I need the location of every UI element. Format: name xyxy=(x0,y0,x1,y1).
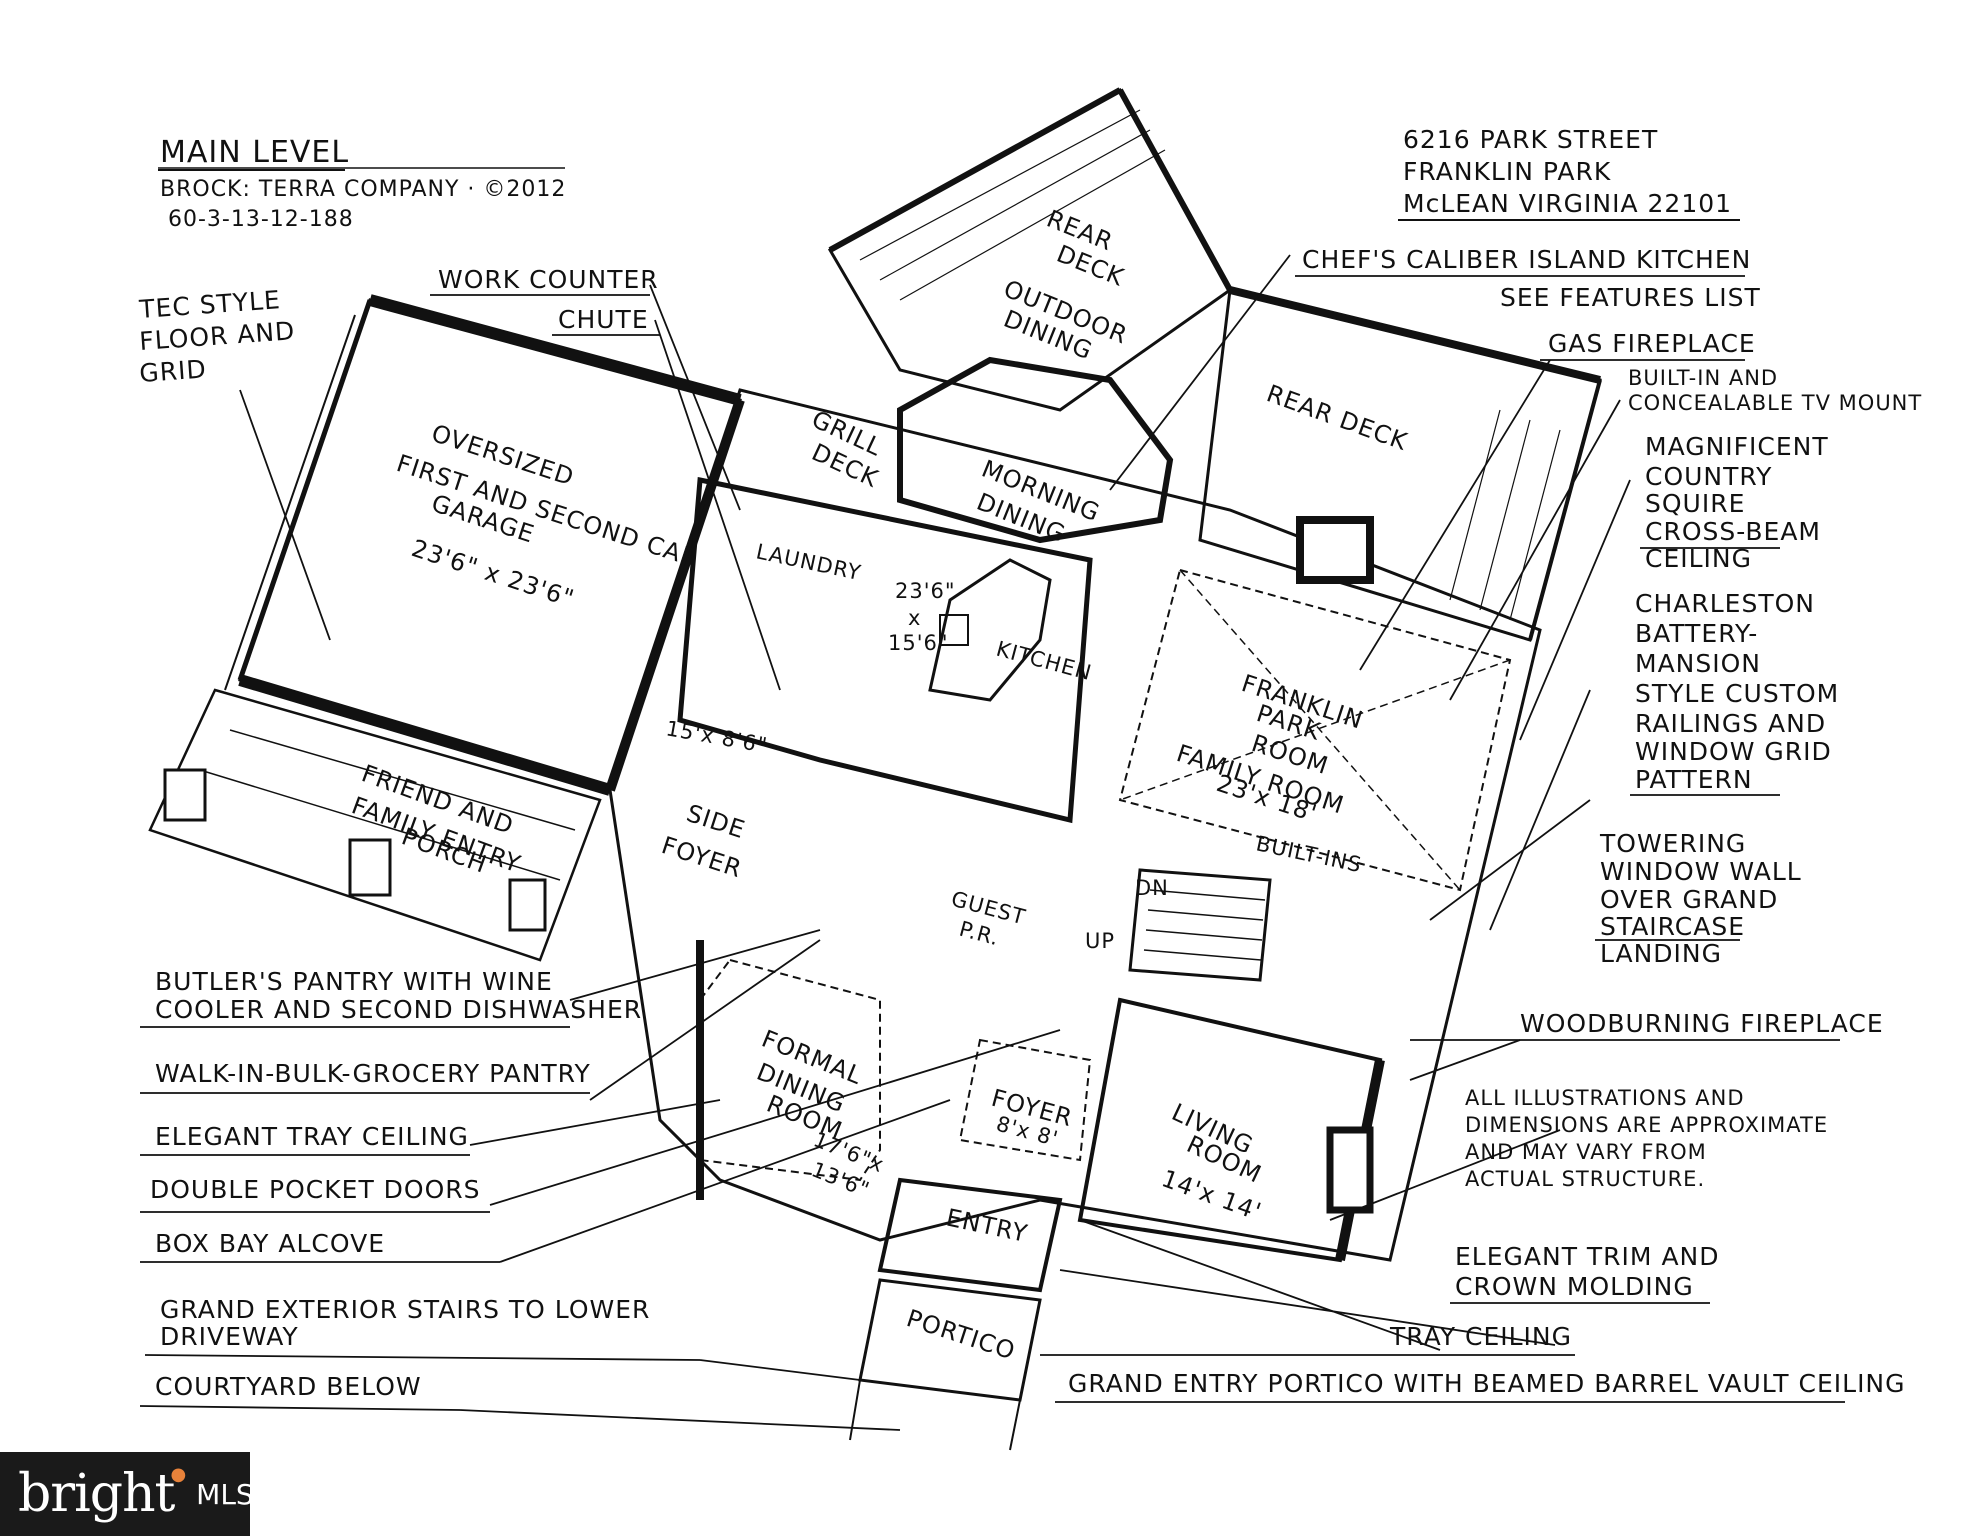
kitchen-dim-1: 23'6" xyxy=(895,579,956,603)
towering-callout-2: WINDOW WALL xyxy=(1600,857,1802,886)
credit-line: BROCK: TERRA COMPANY · ©2012 xyxy=(160,177,566,202)
garage-dimensions: 23'6" x 23'6" xyxy=(408,534,578,613)
towering-callout-4: STAIRCASE xyxy=(1600,912,1745,941)
stair-down-label: DN xyxy=(1135,876,1169,900)
kitchen-dim-3: 15'6" xyxy=(888,631,949,655)
side-foyer-label-1: SIDE xyxy=(683,799,749,844)
chefs-kitchen-callout: CHEF'S CALIBER ISLAND KITCHEN xyxy=(1302,245,1751,274)
squire-callout-4: CROSS-BEAM xyxy=(1645,517,1821,546)
formal-dining-outline xyxy=(696,940,881,1200)
squire-callout-1: MAGNIFICENT xyxy=(1645,432,1829,461)
charleston-callout-5: RAILINGS AND xyxy=(1635,709,1826,738)
disclaimer-line-3: AND MAY VARY FROM xyxy=(1465,1140,1707,1164)
address-line-2: FRANKLIN PARK xyxy=(1403,157,1611,186)
address-block: 6216 PARK STREET FRANKLIN PARK McLEAN VI… xyxy=(1398,125,1740,221)
kitchen-island xyxy=(928,558,1052,702)
watermark-suffix: MLS xyxy=(196,1477,254,1511)
disclaimer-line-1: ALL ILLUSTRATIONS AND xyxy=(1465,1086,1745,1110)
bright-mls-watermark: bright ● MLS xyxy=(0,1452,254,1536)
entry-portico xyxy=(849,1177,1063,1451)
stair-up-label: UP xyxy=(1085,929,1115,953)
address-line-3: McLEAN VIRGINIA 22101 xyxy=(1403,189,1732,218)
towering-callout-1: TOWERING xyxy=(1599,829,1746,858)
room-labels: OVERSIZED FIRST AND SECOND CAR GARAGE 23… xyxy=(348,205,1412,1366)
level-title: MAIN LEVEL xyxy=(160,135,349,170)
trim-callout-1: ELEGANT TRIM AND xyxy=(1455,1242,1720,1271)
callout-labels: TEC STYLE FLOOR AND GRID WORK COUNTER CH… xyxy=(137,245,1922,1411)
floor-plan-drawing xyxy=(148,87,1602,1451)
watermark-brand: bright xyxy=(18,1464,175,1524)
butler-pantry-callout-2: COOLER AND SECOND DISHWASHER xyxy=(155,995,642,1024)
towering-callout-5: LANDING xyxy=(1600,939,1722,968)
rear-deck-right-label: REAR DECK xyxy=(1263,379,1412,456)
charleston-callout-7: PATTERN xyxy=(1635,765,1753,794)
tec-style-callout-3: GRID xyxy=(138,354,207,388)
porch-outline xyxy=(148,688,602,962)
butler-pantry-callout-1: BUTLER'S PANTRY WITH WINE xyxy=(155,967,553,996)
see-features-callout: SEE FEATURES LIST xyxy=(1500,283,1761,312)
living-room-outline xyxy=(1077,997,1385,1263)
charleston-callout-6: WINDOW GRID xyxy=(1635,737,1832,766)
address-line-1: 6216 PARK STREET xyxy=(1403,125,1658,154)
house-core xyxy=(608,388,1542,1262)
walk-in-pantry-callout: WALK-IN-BULK-GROCERY PANTRY xyxy=(155,1059,591,1088)
pocket-doors-callout: DOUBLE POCKET DOORS xyxy=(150,1175,481,1204)
disclaimer-line-4: ACTUAL STRUCTURE. xyxy=(1465,1167,1705,1191)
entry-label: ENTRY xyxy=(944,1203,1031,1248)
plan-code: 60-3-13-12-188 xyxy=(168,207,354,232)
charleston-callout-4: STYLE CUSTOM xyxy=(1635,679,1839,708)
towering-callout-3: OVER GRAND xyxy=(1600,885,1778,914)
portico-vault-callout: GRAND ENTRY PORTICO WITH BEAMED BARREL V… xyxy=(1068,1369,1906,1398)
morning-dining-bay xyxy=(897,356,1174,544)
charleston-callout-2: BATTERY- xyxy=(1635,619,1758,648)
disclaimer-line-2: DIMENSIONS ARE APPROXIMATE xyxy=(1465,1113,1828,1137)
exterior-stairs-callout-2: DRIVEWAY xyxy=(160,1322,299,1351)
family-room-outline xyxy=(1118,516,1512,892)
leader-lines xyxy=(239,254,1631,1431)
tray-ceiling-callout: TRAY CEILING xyxy=(1389,1322,1572,1351)
laundry-dimensions: 15'x 8'6" xyxy=(664,716,769,757)
gas-fireplace-callout: GAS FIREPLACE xyxy=(1548,329,1756,358)
built-in-tv-callout-2: CONCEALABLE TV MOUNT xyxy=(1628,391,1922,415)
garage-outline xyxy=(224,294,745,796)
grand-staircase xyxy=(1128,868,1272,982)
built-in-tv-callout-1: BUILT-IN AND xyxy=(1628,366,1778,390)
box-bay-callout: BOX BAY ALCOVE xyxy=(155,1229,385,1258)
charleston-callout-1: CHARLESTON xyxy=(1635,589,1815,618)
courtyard-callout: COURTYARD BELOW xyxy=(155,1372,422,1401)
squire-callout-2: COUNTRY xyxy=(1645,462,1772,491)
rear-deck-top xyxy=(827,87,1233,412)
header-block: MAIN LEVEL BROCK: TERRA COMPANY · ©2012 … xyxy=(158,135,566,232)
gas-fireplace-box xyxy=(1296,516,1374,584)
laundry-label: LAUNDRY xyxy=(754,539,864,585)
charleston-callout-3: MANSION xyxy=(1635,649,1761,678)
elegant-tray-callout: ELEGANT TRAY CEILING xyxy=(155,1122,469,1151)
kitchen-dim-2: x xyxy=(908,606,921,630)
woodburning-fireplace-callout: WOODBURNING FIREPLACE xyxy=(1520,1009,1884,1038)
built-ins-label: BUILT-INS xyxy=(1254,831,1364,877)
watermark-dot-icon: ● xyxy=(170,1463,187,1485)
foyer-outline xyxy=(958,1038,1092,1162)
squire-callout-3: SQUIRE xyxy=(1645,489,1745,518)
woodburning-fireplace-box xyxy=(1326,1126,1374,1214)
chute-callout: CHUTE xyxy=(558,305,649,334)
rear-deck-right xyxy=(1198,286,1602,642)
work-counter-callout: WORK COUNTER xyxy=(438,265,659,294)
trim-callout-2: CROWN MOLDING xyxy=(1455,1272,1694,1301)
exterior-stairs-callout-1: GRAND EXTERIOR STAIRS TO LOWER xyxy=(160,1295,650,1324)
portico-label: PORTICO xyxy=(903,1304,1019,1365)
